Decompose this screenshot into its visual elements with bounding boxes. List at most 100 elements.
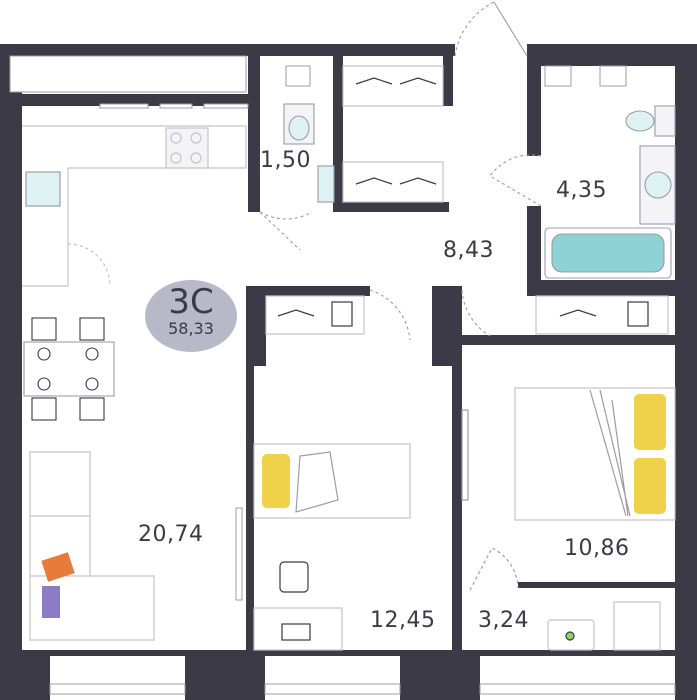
area-label-hall: 8,43 <box>443 238 494 263</box>
wall-partition-between-lower <box>452 350 462 656</box>
plate <box>85 377 99 391</box>
balcony-furniture <box>547 601 661 651</box>
window-living-strip-b <box>159 103 193 109</box>
bathtub-water <box>551 233 665 273</box>
balcony-table <box>547 619 595 651</box>
door-swing-balcony <box>469 547 519 591</box>
wall-kitchen-upper <box>0 94 258 106</box>
wall-outer-left <box>0 44 22 700</box>
tv-living <box>235 507 243 601</box>
pillow <box>634 458 666 514</box>
area-label-bathroom: 4,35 <box>556 178 607 203</box>
wardrobe-lower <box>342 161 444 203</box>
bath-sink <box>644 171 672 199</box>
double-bed <box>514 387 676 521</box>
wall-bottom-mid-a <box>185 650 265 700</box>
wall-outer-top-right <box>527 44 697 66</box>
door-swing-kitchen <box>67 243 111 287</box>
sofa-outline <box>29 451 155 641</box>
wall-bath-bottom <box>527 280 697 290</box>
wall-bedroom-small-top-left <box>246 286 370 296</box>
drawer-unit <box>331 301 353 327</box>
cushion-purple <box>42 586 60 618</box>
bath-toilet-tank <box>654 105 676 137</box>
window-bottom-living <box>49 683 186 695</box>
desk-chair <box>279 561 309 593</box>
bathroom-fixtures <box>544 105 676 279</box>
balcony-chair <box>613 601 661 651</box>
kitchen-furniture <box>22 125 247 287</box>
wall-bottom-mid-b <box>400 650 480 700</box>
stove-burner <box>170 152 182 164</box>
bathtub <box>544 227 672 279</box>
drawer-unit <box>627 301 649 327</box>
kitchen-sink <box>25 171 61 207</box>
stove-burner <box>170 132 182 144</box>
wardrobe-upper <box>342 65 444 107</box>
cup <box>565 631 575 641</box>
wall-balcony-top <box>518 582 697 588</box>
entrance-door-leaf <box>493 1 528 57</box>
desk <box>253 607 343 651</box>
door-swing-bath <box>489 154 542 207</box>
wall-closet-right <box>443 56 453 106</box>
door-swing-bedroom-large <box>461 289 491 337</box>
wall-wc-right <box>333 56 343 212</box>
wall-outer-right <box>675 44 697 700</box>
plate <box>85 347 99 361</box>
kitchen-counter <box>22 125 247 287</box>
hanger-icon <box>355 77 393 85</box>
tv-bedroom-small <box>461 409 469 501</box>
dining-table <box>23 341 115 397</box>
entrance-door <box>454 1 542 207</box>
wall-bedroom-small-left <box>246 286 266 366</box>
area-label-kitchen-living: 20,74 <box>138 522 204 547</box>
window-wc-top <box>285 65 311 87</box>
wall-bedroom-large-top <box>527 286 697 296</box>
apartment-type-badge: 3С 58,33 <box>145 280 237 352</box>
wc-fixtures <box>259 103 335 251</box>
area-label-bedroom-small: 12,45 <box>370 608 436 633</box>
hanger-icon <box>355 177 393 185</box>
cushion-orange <box>41 552 75 582</box>
wardrobe-bedroom-small <box>265 295 365 335</box>
wall-outer-top-left <box>0 44 455 56</box>
window-living-strip-a <box>99 103 149 109</box>
hanger-icon <box>399 77 437 85</box>
bedroom-large-furniture <box>461 295 676 591</box>
window-bottom-balcony <box>479 683 676 695</box>
hall-doors <box>369 289 491 341</box>
hanger-icon <box>277 309 315 317</box>
dining-set <box>23 317 115 421</box>
window-bottom-bedroom <box>264 683 401 695</box>
area-label-bedroom-large: 10,86 <box>564 536 630 561</box>
blanket-fold <box>295 451 339 513</box>
walls <box>0 44 697 700</box>
pillow <box>262 454 290 508</box>
bed-sheet-folds <box>589 389 631 517</box>
wardrobe-bedroom-large <box>535 295 669 335</box>
apartment-type: 3С <box>168 282 214 322</box>
door-swing-bedroom-small <box>369 289 411 341</box>
plate <box>37 347 51 361</box>
windows <box>9 55 676 695</box>
chair <box>31 397 57 421</box>
door-swing-entrance <box>454 1 495 57</box>
chair <box>79 397 105 421</box>
wall-bath-left <box>527 44 541 156</box>
window-bath-top-a <box>544 65 572 87</box>
wall-bedroom-small-left-lower <box>246 350 254 656</box>
window-kitchen-top <box>9 55 247 93</box>
wall-bedroom-large-mid <box>462 335 697 345</box>
area-label-wc: 1,50 <box>260 148 311 173</box>
wall-bottom-strip <box>0 650 697 656</box>
chair <box>31 317 57 341</box>
window-living-strip-c <box>203 103 249 109</box>
single-bed <box>253 443 411 519</box>
wall-bottom-left <box>0 650 50 700</box>
chair <box>79 317 105 341</box>
sofa <box>29 451 155 641</box>
hanger-icon <box>559 309 597 317</box>
stove-burner <box>190 132 202 144</box>
